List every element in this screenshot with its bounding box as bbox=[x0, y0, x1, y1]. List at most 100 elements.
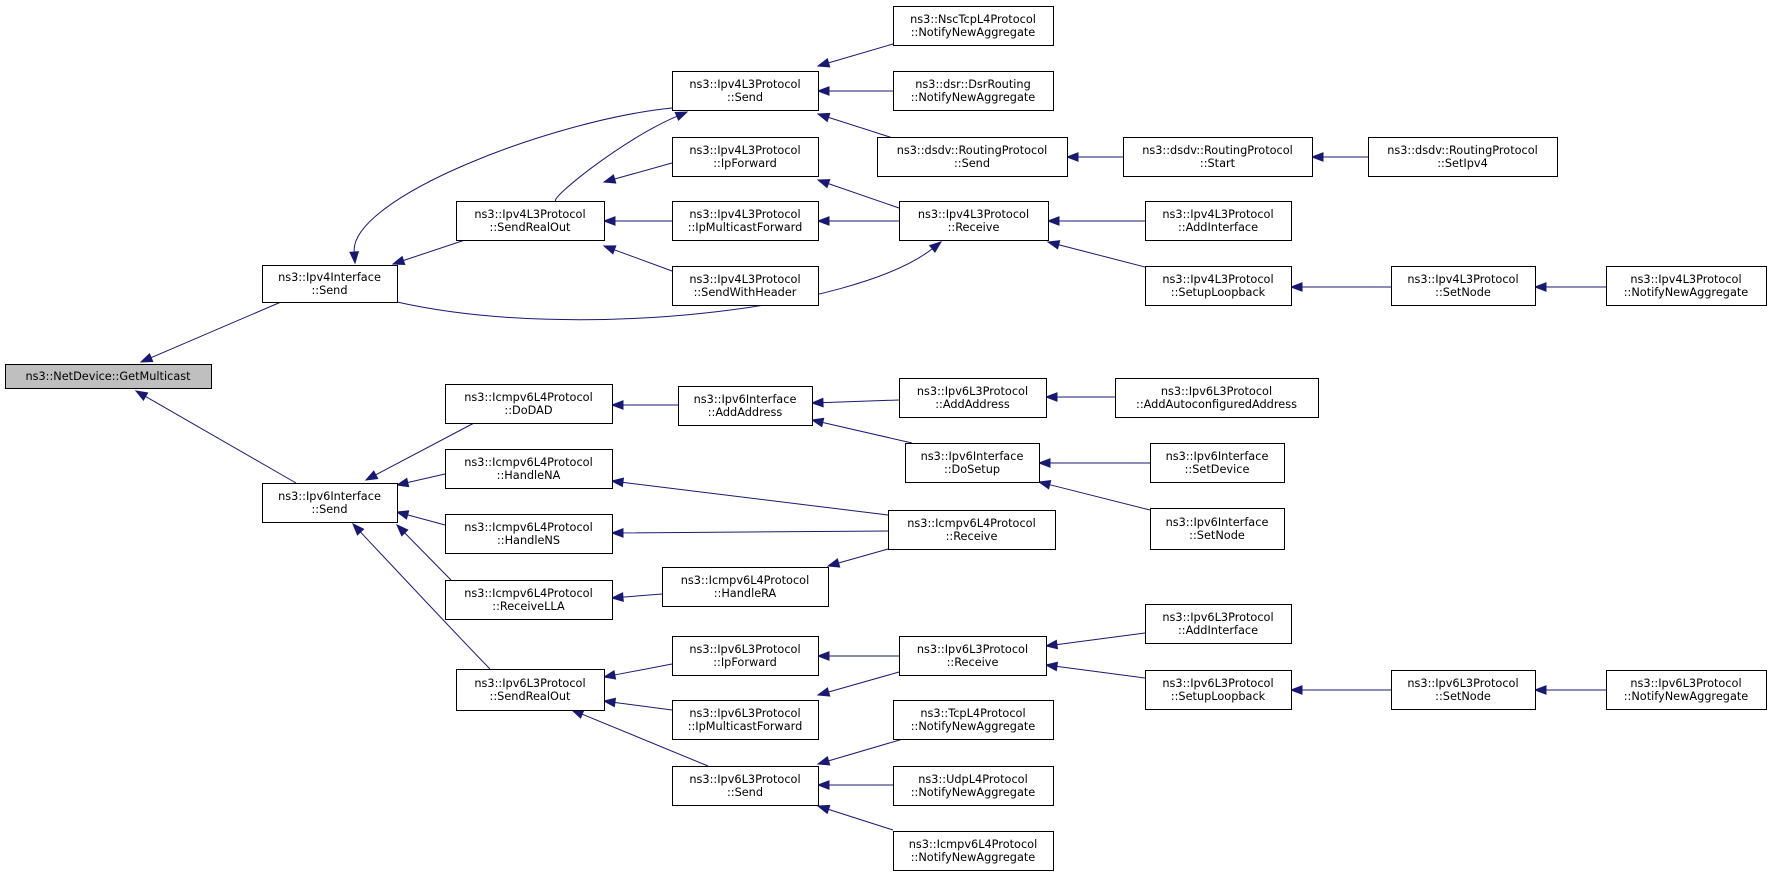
node-label: ns3::Ipv4L3Protocol bbox=[1407, 273, 1518, 286]
edge-ic_hra-to-ic_rlla bbox=[610, 592, 663, 602]
node-label: ns3::dsr::DsrRouting bbox=[915, 78, 1031, 91]
node-v4-sro[interactable]: ns3::Ipv4L3Protocol::SendRealOut bbox=[456, 201, 605, 241]
edge-line bbox=[828, 183, 900, 209]
node-root[interactable]: ns3::NetDevice::GetMulticast bbox=[5, 364, 212, 389]
arrowhead-icon bbox=[1037, 458, 1051, 468]
edge-ic_rlla-to-v6if_send bbox=[396, 523, 452, 581]
node-udp-nna[interactable]: ns3::UdpL4Protocol::NotifyNewAggregate bbox=[893, 766, 1054, 806]
node-v6-addaddr[interactable]: ns3::Ipv6L3Protocol::AddAddress bbox=[899, 378, 1047, 418]
arrowhead-icon bbox=[610, 400, 624, 410]
node-label: ns3::Ipv4L3Protocol bbox=[689, 78, 800, 91]
node-ic-hra[interactable]: ns3::Icmpv6L4Protocol::HandleRA bbox=[662, 567, 829, 607]
node-label: ns3::Icmpv6L4Protocol bbox=[464, 587, 592, 600]
node-v6-send[interactable]: ns3::Ipv6L3Protocol::Send bbox=[672, 766, 819, 806]
node-v4-recv[interactable]: ns3::Ipv4L3Protocol::Receive bbox=[899, 201, 1049, 241]
node-v6if-send[interactable]: ns3::Ipv6Interface::Send bbox=[262, 483, 398, 523]
node-tcp-nna[interactable]: ns3::TcpL4Protocol::NotifyNewAggregate bbox=[893, 700, 1054, 740]
arrowhead-icon bbox=[602, 245, 617, 255]
node-label: ns3::Ipv6L3Protocol bbox=[474, 677, 585, 690]
node-v6-nna[interactable]: ns3::Ipv6L3Protocol::NotifyNewAggregate bbox=[1606, 670, 1767, 710]
node-v4-ipf[interactable]: ns3::Ipv4L3Protocol::IpForward bbox=[672, 137, 819, 177]
node-ic-hna[interactable]: ns3::Icmpv6L4Protocol::HandleNA bbox=[445, 449, 613, 489]
node-v4-swh[interactable]: ns3::Ipv4L3Protocol::SendWithHeader bbox=[672, 266, 819, 306]
edge-v4_send-to-v4if_send bbox=[349, 107, 673, 265]
node-box bbox=[262, 265, 398, 303]
edge-line bbox=[828, 43, 894, 64]
node-v6-setnode[interactable]: ns3::Ipv6L3Protocol::SetNode bbox=[1391, 670, 1536, 710]
node-dsdv-setipv4[interactable]: ns3::dsdv::RoutingProtocol::SetIpv4 bbox=[1368, 137, 1558, 177]
node-label: ns3::UdpL4Protocol bbox=[918, 773, 1027, 786]
node-ic-recv[interactable]: ns3::Icmpv6L4Protocol::Receive bbox=[888, 510, 1056, 550]
edge-v4_swh-to-v4_sro bbox=[602, 245, 673, 272]
node-v6if-dosetup[interactable]: ns3::Ipv6Interface::DoSetup bbox=[905, 443, 1040, 483]
arrowhead-icon bbox=[816, 687, 831, 697]
edge-line bbox=[622, 481, 889, 516]
node-v4-send[interactable]: ns3::Ipv4L3Protocol::Send bbox=[672, 71, 819, 111]
edge-v6_sro-to-v6if_send bbox=[352, 522, 491, 670]
node-label: ::HandleNA bbox=[497, 469, 561, 482]
edge-line bbox=[622, 530, 889, 534]
node-v6-recv[interactable]: ns3::Ipv6L3Protocol::Receive bbox=[899, 636, 1047, 676]
node-v6-addauto[interactable]: ns3::Ipv6L3Protocol::AddAutoconfiguredAd… bbox=[1115, 378, 1319, 418]
node-v6-addif[interactable]: ns3::Ipv6L3Protocol::AddInterface bbox=[1145, 604, 1292, 644]
edge-line bbox=[375, 422, 475, 476]
edge-v6_nna-to-v6_setnode bbox=[1533, 685, 1606, 695]
node-v4-nna[interactable]: ns3::Ipv4L3Protocol::NotifyNewAggregate bbox=[1606, 266, 1767, 306]
edge-v4_sro-to-v4_send bbox=[555, 111, 689, 202]
node-label: ns3::Ipv6L3Protocol bbox=[1407, 677, 1518, 690]
edge-v4_setlb-to-v4_recv bbox=[1046, 240, 1146, 268]
node-nsc-nna[interactable]: ns3::NscTcpL4Protocol::NotifyNewAggregat… bbox=[893, 6, 1054, 46]
node-label: ::NotifyNewAggregate bbox=[1624, 286, 1749, 299]
edge-v6_ipf-to-v6_sro bbox=[602, 663, 673, 680]
edge-line bbox=[1056, 632, 1146, 646]
node-v6if-addaddr[interactable]: ns3::Ipv6Interface::AddAddress bbox=[678, 386, 813, 426]
node-label: ns3::Icmpv6L4Protocol bbox=[907, 517, 1035, 530]
node-label: ::Receive bbox=[948, 221, 1000, 234]
edge-v4_addif-to-v4_recv bbox=[1046, 216, 1145, 226]
node-v4-ipmf[interactable]: ns3::Ipv4L3Protocol::IpMulticastForward bbox=[672, 201, 819, 241]
edge-line bbox=[828, 116, 894, 139]
node-v6-setlb[interactable]: ns3::Ipv6L3Protocol::SetupLoopback bbox=[1145, 670, 1292, 710]
node-ic-hns[interactable]: ns3::Icmpv6L4Protocol::HandleNS bbox=[445, 514, 613, 554]
node-box bbox=[672, 700, 819, 740]
node-v4-setlb[interactable]: ns3::Ipv4L3Protocol::SetupLoopback bbox=[1145, 266, 1292, 306]
node-dsdv-send[interactable]: ns3::dsdv::RoutingProtocol::Send bbox=[877, 137, 1068, 177]
node-label: ns3::NetDevice::GetMulticast bbox=[25, 370, 191, 383]
edge-line bbox=[1058, 244, 1146, 268]
nodes-layer: ns3::NetDevice::GetMulticast ns3::Ipv4Int… bbox=[5, 6, 1767, 871]
arrowhead-icon bbox=[1310, 152, 1324, 162]
arrowhead-icon bbox=[391, 255, 406, 266]
node-box bbox=[899, 201, 1049, 241]
node-v6-sro[interactable]: ns3::Ipv6L3Protocol::SendRealOut bbox=[456, 669, 605, 711]
node-v6if-setdev[interactable]: ns3::Ipv6Interface::SetDevice bbox=[1150, 443, 1285, 483]
node-label: ::SendWithHeader bbox=[694, 286, 797, 299]
node-label: ns3::Ipv6L3Protocol bbox=[1161, 385, 1272, 398]
node-box bbox=[672, 137, 819, 177]
node-v6-ipf[interactable]: ns3::Ipv6L3Protocol::IpForward bbox=[672, 636, 819, 676]
node-ic-rlla[interactable]: ns3::Icmpv6L4Protocol::ReceiveLLA bbox=[445, 580, 613, 620]
node-label: ns3::TcpL4Protocol bbox=[920, 707, 1025, 720]
node-dsr-nna[interactable]: ns3::dsr::DsrRouting::NotifyNewAggregate bbox=[893, 71, 1054, 111]
node-v6-ipmf[interactable]: ns3::Ipv6L3Protocol::IpMulticastForward bbox=[672, 700, 819, 740]
node-label: ::SetNode bbox=[1435, 286, 1491, 299]
node-v6if-setnode[interactable]: ns3::Ipv6Interface::SetNode bbox=[1150, 508, 1285, 550]
edge-line bbox=[828, 808, 894, 831]
node-v4-setnode[interactable]: ns3::Ipv4L3Protocol::SetNode bbox=[1391, 266, 1536, 306]
node-v4if-send[interactable]: ns3::Ipv4Interface::Send bbox=[262, 265, 398, 303]
node-ic-nna[interactable]: ns3::Icmpv6L4Protocol::NotifyNewAggregat… bbox=[893, 831, 1054, 871]
node-ic-dodad[interactable]: ns3::Icmpv6L4Protocol::DoDAD bbox=[445, 384, 613, 424]
edge-line bbox=[828, 738, 904, 762]
node-label: ns3::Ipv6L3Protocol bbox=[689, 773, 800, 786]
node-label: ns3::Ipv6L3Protocol bbox=[1162, 611, 1273, 624]
edge-tcp_nna-to-v6_send bbox=[816, 738, 904, 766]
edge-line bbox=[828, 671, 900, 693]
node-dsdv-start[interactable]: ns3::dsdv::RoutingProtocol::Start bbox=[1123, 137, 1313, 177]
node-v4-addif[interactable]: ns3::Ipv4L3Protocol::AddInterface bbox=[1145, 201, 1292, 241]
node-box bbox=[888, 510, 1056, 550]
arrowhead-icon bbox=[816, 780, 830, 790]
node-box bbox=[672, 71, 819, 111]
edge-line bbox=[353, 107, 673, 253]
arrowhead-icon bbox=[816, 804, 831, 815]
node-label: ::SetIpv4 bbox=[1437, 157, 1488, 170]
node-label: ::NotifyNewAggregate bbox=[911, 26, 1036, 39]
